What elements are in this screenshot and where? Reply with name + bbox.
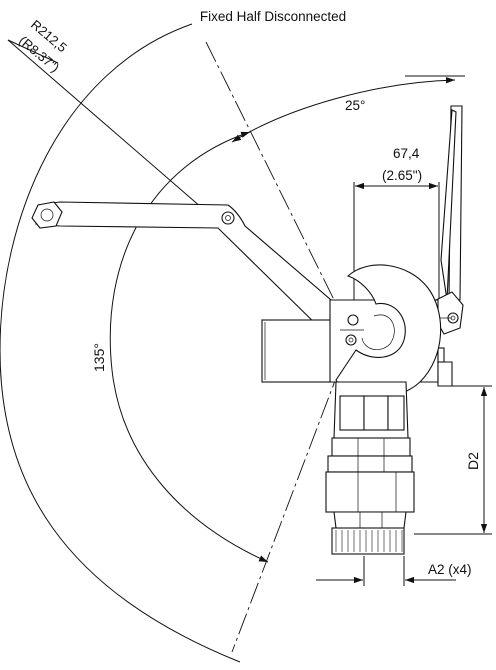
lever-hex-nut bbox=[31, 201, 63, 229]
centerline-lower bbox=[231, 335, 353, 653]
lever-open-position bbox=[435, 105, 464, 335]
threaded-end bbox=[331, 527, 405, 555]
d2-label: D2 bbox=[465, 452, 481, 470]
radius-leader-tick bbox=[7, 39, 59, 64]
offset-in-label: (2.65") bbox=[382, 168, 422, 183]
centerline-upper bbox=[205, 41, 353, 337]
angle-arc-135 bbox=[109, 131, 269, 563]
angle-arc-25 bbox=[231, 77, 456, 143]
drawing-title: Fixed Half Disconnected bbox=[200, 9, 346, 24]
offset-mm-label: 67,4 bbox=[393, 146, 420, 161]
angle-25-label: 25° bbox=[345, 98, 365, 113]
a2-label: A2 (x4) bbox=[428, 562, 472, 577]
swing-radius-arc bbox=[0, 23, 241, 663]
angle-135-label: 135° bbox=[91, 343, 107, 372]
body-stack bbox=[325, 381, 415, 529]
lever-closed-position bbox=[31, 201, 353, 337]
